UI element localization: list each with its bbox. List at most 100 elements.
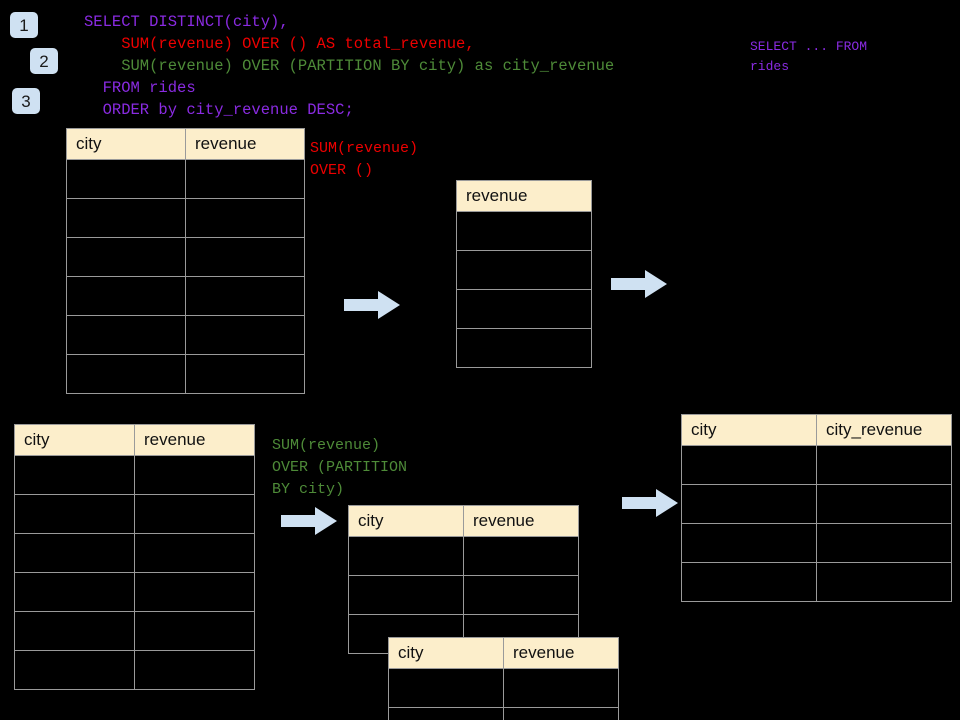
table-cell bbox=[185, 237, 305, 277]
table-cell bbox=[348, 575, 464, 615]
arrow-source-to-total-icon bbox=[344, 289, 400, 321]
table-cell bbox=[66, 159, 186, 199]
table-row bbox=[388, 668, 619, 708]
table-cell bbox=[66, 354, 186, 394]
column-header-revenue: revenue bbox=[503, 637, 619, 669]
table-row bbox=[66, 276, 305, 316]
table-row bbox=[456, 250, 592, 290]
column-header-city: city bbox=[66, 128, 186, 160]
table-cell bbox=[456, 211, 592, 251]
table-cell bbox=[185, 354, 305, 394]
table-row bbox=[681, 523, 952, 563]
sql-side-note: SELECT ... FROM rides bbox=[750, 39, 868, 74]
column-header-revenue: revenue bbox=[463, 505, 579, 537]
table-cell bbox=[14, 572, 135, 612]
arrow-partition-to-result-icon bbox=[622, 487, 678, 519]
step-badge-2: 2 bbox=[30, 48, 58, 74]
arrow-total-to-result-icon bbox=[611, 268, 667, 300]
table-cell bbox=[14, 650, 135, 690]
sql-line-1: SELECT DISTINCT(city), bbox=[84, 13, 289, 31]
table-cell bbox=[816, 562, 952, 602]
table-row bbox=[66, 315, 305, 355]
table-row bbox=[66, 237, 305, 277]
table-row bbox=[14, 455, 255, 495]
table-cell bbox=[348, 536, 464, 576]
table-row bbox=[388, 707, 619, 720]
table-row bbox=[681, 484, 952, 524]
annotation-total-revenue: SUM(revenue) OVER () bbox=[310, 140, 419, 179]
table-cell bbox=[134, 650, 255, 690]
table-cell bbox=[681, 445, 817, 485]
column-header-revenue: revenue bbox=[185, 128, 305, 160]
table-cell bbox=[14, 455, 135, 495]
annotation-city-revenue: SUM(revenue) OVER (PARTITION BY city) bbox=[272, 437, 408, 498]
table-cell bbox=[816, 523, 952, 563]
column-header-city: city bbox=[681, 414, 817, 446]
table-cell bbox=[134, 455, 255, 495]
column-header-city: city bbox=[348, 505, 464, 537]
column-header-revenue: revenue bbox=[134, 424, 255, 456]
table-row bbox=[14, 650, 255, 690]
table-cell bbox=[816, 445, 952, 485]
table-cell bbox=[66, 315, 186, 355]
table-row bbox=[348, 536, 579, 576]
table-cell bbox=[503, 707, 619, 720]
sql-code-block: SELECT DISTINCT(city), SUM(revenue) OVER… bbox=[84, 11, 614, 121]
table-cell bbox=[185, 276, 305, 316]
table-row bbox=[456, 289, 592, 329]
table-cell bbox=[185, 315, 305, 355]
table-row bbox=[14, 494, 255, 534]
column-header-city_revenue: city_revenue bbox=[816, 414, 952, 446]
step-badge-1: 1 bbox=[10, 12, 38, 38]
table-cell bbox=[134, 611, 255, 651]
table-cell bbox=[14, 494, 135, 534]
table-cell bbox=[816, 484, 952, 524]
table-cell bbox=[134, 572, 255, 612]
table-row bbox=[456, 328, 592, 368]
table-row bbox=[681, 562, 952, 602]
table-cell bbox=[388, 707, 504, 720]
table-row bbox=[14, 611, 255, 651]
column-header-city: city bbox=[14, 424, 135, 456]
sql-line-3: SUM(revenue) OVER (PARTITION BY city) as… bbox=[84, 57, 615, 75]
sql-line-5: ORDER by city_revenue DESC; bbox=[84, 101, 354, 119]
table-row bbox=[14, 572, 255, 612]
table-row bbox=[348, 575, 579, 615]
table-cell bbox=[463, 575, 579, 615]
table-row bbox=[681, 445, 952, 485]
column-header-revenue: revenue bbox=[456, 180, 592, 212]
table-row bbox=[66, 354, 305, 394]
table-cell bbox=[456, 328, 592, 368]
table-cell bbox=[456, 250, 592, 290]
table-row bbox=[66, 159, 305, 199]
table-row bbox=[14, 533, 255, 573]
table-cell bbox=[134, 533, 255, 573]
table-cell bbox=[134, 494, 255, 534]
table-cell bbox=[185, 198, 305, 238]
table-header-row: revenue bbox=[456, 180, 592, 212]
table-cell bbox=[66, 237, 186, 277]
sql-line-4: FROM rides bbox=[84, 79, 196, 97]
column-header-city: city bbox=[388, 637, 504, 669]
table-cell bbox=[66, 198, 186, 238]
table-cell bbox=[456, 289, 592, 329]
step-badge-3: 3 bbox=[12, 88, 40, 114]
table-row bbox=[456, 211, 592, 251]
table-cell bbox=[681, 562, 817, 602]
sql-line-2: SUM(revenue) OVER () AS total_revenue, bbox=[84, 35, 475, 53]
table-cell bbox=[66, 276, 186, 316]
table-row bbox=[66, 198, 305, 238]
table-cell bbox=[503, 668, 619, 708]
table-cell bbox=[14, 611, 135, 651]
table-total-revenue: revenue bbox=[456, 180, 592, 368]
